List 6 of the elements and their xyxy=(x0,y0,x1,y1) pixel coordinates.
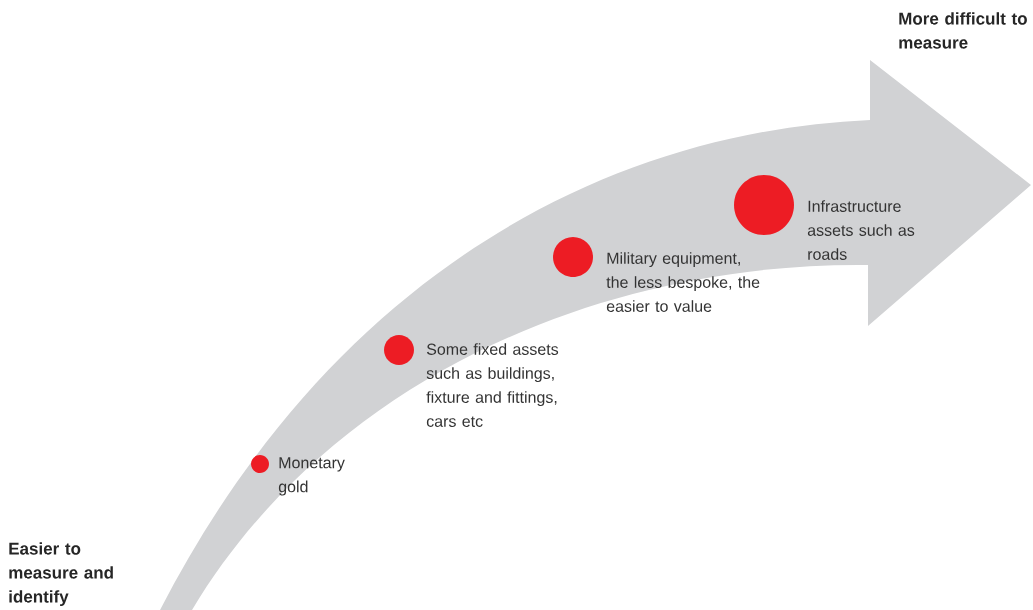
scale-label: More difficult to measure xyxy=(899,12,1027,49)
node-caption: Infrastructure assets such as roads xyxy=(807,200,915,260)
node-caption: Some fixed assets such as buildings, fixture and fittings, cars etc xyxy=(426,343,559,427)
node-caption: Monetary gold xyxy=(278,457,345,496)
node-caption: Military equipment, the less bespoke, the easier to value xyxy=(606,252,760,312)
scale-label: Easier to measure and identify xyxy=(9,542,113,607)
